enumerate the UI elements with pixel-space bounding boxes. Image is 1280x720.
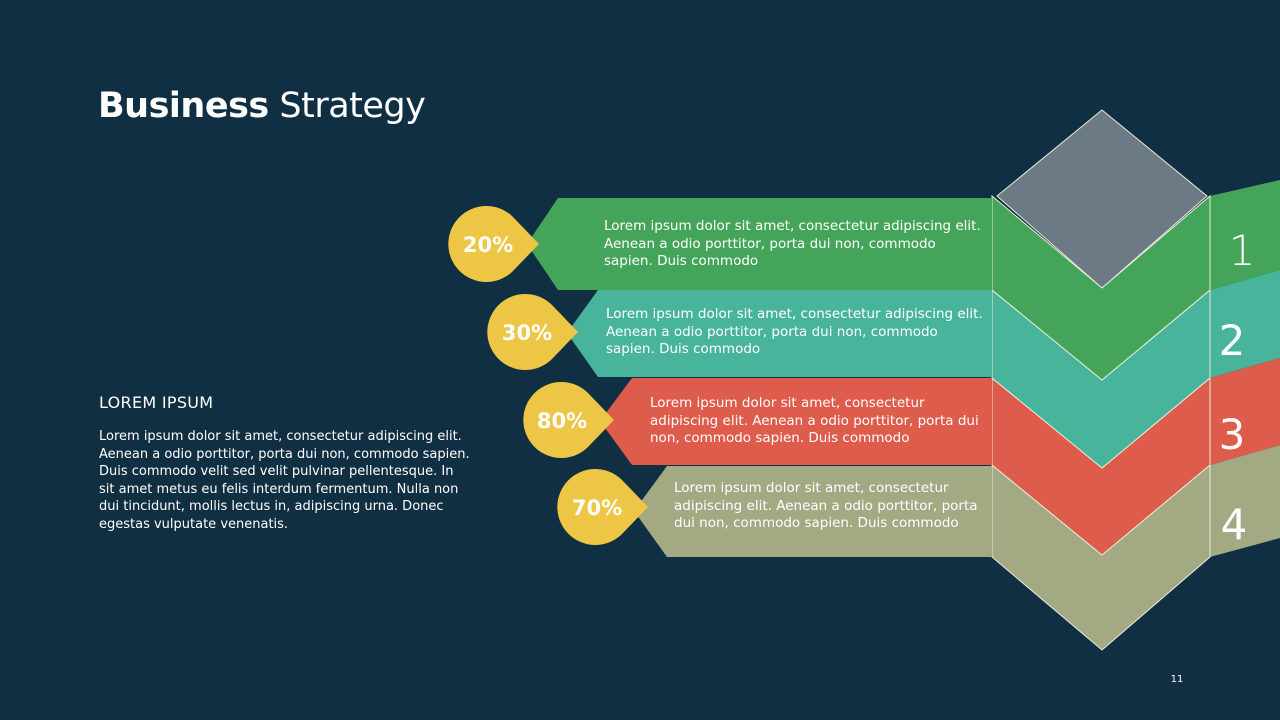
badge-percent-2: 30% [502, 321, 552, 345]
ribbon-step-1 [1210, 180, 1280, 290]
band-text-4: Lorem ipsum dolor sit amet, consectetur … [674, 480, 982, 531]
band-step-4 [634, 466, 992, 557]
band-text-1: Lorem ipsum dolor sit amet, consectetur … [604, 218, 985, 269]
step-number-2: 2 [1219, 316, 1246, 365]
step-number-3: 3 [1219, 410, 1246, 459]
band-text-1-line-3: sapien. Duis commodo [604, 253, 758, 269]
band-step-1 [527, 198, 992, 290]
band-text-4-line-3: dui non, commodo sapien. Duis commodo [674, 515, 959, 531]
band-text-1-line-2: Aenean a odio porttitor, porta dui non, … [604, 236, 936, 252]
band-text-4-line-2: adipiscing elit. Aenean a odio porttitor… [674, 498, 978, 514]
side-body: Lorem ipsum dolor sit amet, consectetur … [99, 429, 470, 532]
band-text-1-line-1: Lorem ipsum dolor sit amet, consectetur … [604, 218, 981, 234]
step-number-4: 4 [1221, 500, 1248, 549]
band-text-4-line-1: Lorem ipsum dolor sit amet, consectetur [674, 480, 949, 496]
side-heading: LOREM IPSUM [99, 393, 214, 412]
band-text-3-line-3: non, commodo sapien. Duis commodo [650, 430, 910, 446]
top-diamond [996, 109, 1208, 289]
page-number: 11 [1170, 674, 1184, 685]
band-text-2-line-3: sapien. Duis commodo [606, 341, 760, 357]
percent-badge-3: 80% [523, 381, 614, 458]
badge-percent-1: 20% [463, 233, 513, 257]
band-text-3-line-2: adipiscing elit. Aenean a odio porttitor… [650, 413, 979, 429]
percent-badge-1: 20% [448, 206, 539, 282]
band-text-3-line-1: Lorem ipsum dolor sit amet, consectetur [650, 395, 925, 411]
title-rest: Strategy [268, 86, 426, 126]
badge-drop-4 [557, 468, 648, 545]
ribbon-step-4 [1210, 445, 1280, 557]
band-text-2-line-2: Aenean a odio porttitor, porta dui non, … [606, 324, 938, 340]
ribbon-step-2 [1210, 270, 1280, 378]
band-step-2 [567, 290, 992, 377]
band-text-3: Lorem ipsum dolor sit amet, consectetur … [650, 395, 983, 446]
step-number-1: 1 [1229, 226, 1256, 275]
badge-percent-4: 70% [572, 496, 622, 520]
badge-drop-3 [523, 381, 614, 458]
badge-percent-3: 80% [537, 409, 587, 433]
percent-badge-4: 70% [557, 468, 648, 545]
badge-drop-2 [487, 294, 578, 370]
title-bold: Business [98, 86, 269, 126]
band-step-3 [600, 378, 992, 465]
badge-drop-1 [448, 206, 539, 282]
percent-badge-2: 30% [487, 294, 578, 370]
ribbon-step-3 [1210, 358, 1280, 465]
band-text-2-line-1: Lorem ipsum dolor sit amet, consectetur … [606, 306, 983, 322]
band-text-2: Lorem ipsum dolor sit amet, consectetur … [606, 306, 987, 357]
page-title: Business Strategy [98, 82, 426, 130]
